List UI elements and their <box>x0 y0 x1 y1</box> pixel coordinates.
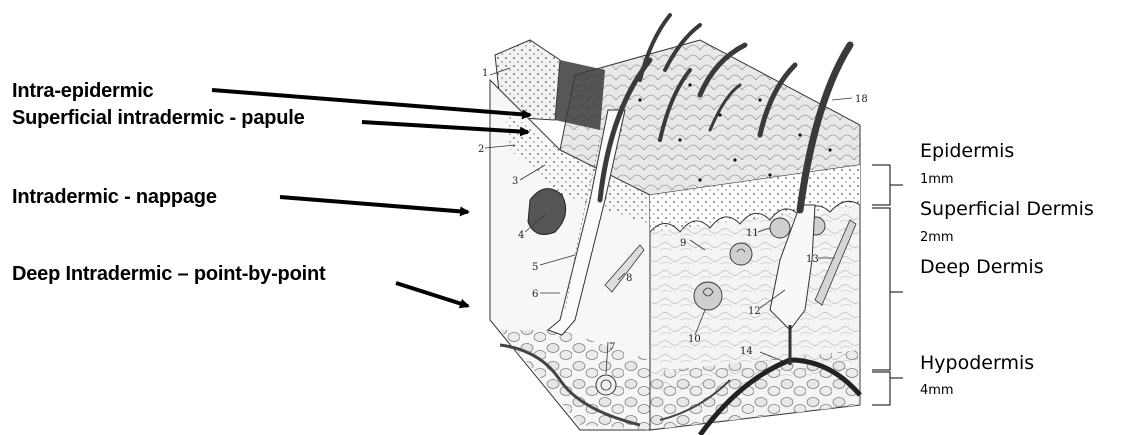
number-10: 10 <box>688 334 701 345</box>
arrow-intradermic-nappage <box>280 197 468 212</box>
number-11: 11 <box>746 228 759 239</box>
number-1: 1 <box>482 68 488 79</box>
number-12: 12 <box>748 306 761 317</box>
bracket-dermis <box>872 208 890 370</box>
bracket-epidermis <box>872 165 890 205</box>
front-section <box>650 165 860 435</box>
arrow-intra-epidermic <box>212 90 530 115</box>
injection-arrows <box>212 90 530 306</box>
number-6: 6 <box>532 289 538 300</box>
number-4: 4 <box>518 230 524 241</box>
number-2: 2 <box>478 144 484 155</box>
number-8: 8 <box>626 273 632 284</box>
layer-brackets <box>872 165 903 405</box>
number-3: 3 <box>512 176 518 187</box>
arrow-deep-intradermic <box>396 283 468 306</box>
number-5: 5 <box>532 262 538 273</box>
number-13: 13 <box>806 254 819 265</box>
number-9: 9 <box>680 238 686 249</box>
bracket-hypodermis <box>872 372 890 405</box>
number-7: 7 <box>609 342 615 353</box>
number-18: 18 <box>855 94 868 105</box>
number-14: 14 <box>740 346 753 357</box>
